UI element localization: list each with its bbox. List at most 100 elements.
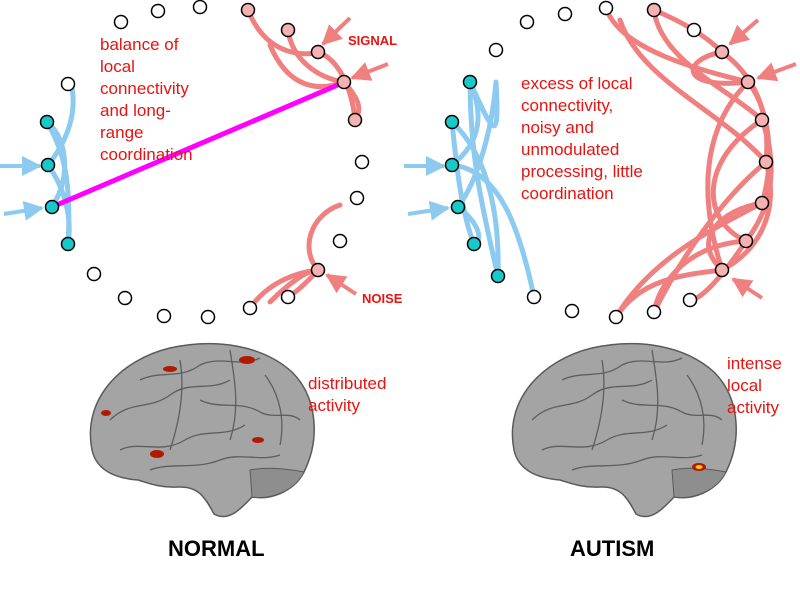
inactive-node: [242, 300, 258, 316]
autism-local-fibers: [603, 5, 774, 320]
activity-label-line: distributed: [308, 374, 387, 393]
local-node: [336, 74, 352, 90]
input-fiber: [44, 119, 68, 211]
activity-label-line: intense: [727, 354, 782, 373]
activity-spot: [252, 437, 264, 443]
input-fiber: [449, 119, 477, 247]
activity-spot-core: [695, 465, 703, 469]
description-line: connectivity,: [521, 96, 614, 115]
local-node: [310, 44, 326, 60]
local-fiber: [603, 5, 751, 85]
brain-cerebellum: [249, 467, 305, 499]
local-node: [714, 44, 730, 60]
input-node: [462, 74, 478, 90]
description-line: local: [100, 57, 135, 76]
local-fiber: [285, 27, 347, 85]
input-arrow: [3, 200, 44, 221]
local-node: [754, 112, 770, 128]
input-node: [444, 157, 460, 173]
description-line: coordination: [521, 184, 614, 203]
noise-arrow: [731, 277, 764, 300]
normal-activity-label: distributed activity: [308, 373, 386, 417]
local-fiber: [710, 117, 765, 244]
input-node: [44, 199, 60, 215]
autism-network: [404, 0, 797, 325]
normal-description: balance of local connectivity and long- …: [100, 34, 193, 166]
normal-input-fibers: [44, 85, 76, 247]
local-node: [280, 22, 296, 38]
local-fiber: [306, 202, 343, 273]
autism-caption: AUTISM: [570, 536, 655, 561]
inactive-node: [608, 309, 624, 325]
normal-network: [0, 0, 389, 325]
activity-label-line: activity: [727, 398, 779, 417]
autism-nodes: [444, 0, 774, 325]
inactive-node: [557, 6, 573, 22]
activity-spot: [101, 410, 111, 416]
description-line: unmodulated: [521, 140, 620, 159]
activity-spot: [239, 356, 255, 364]
normal-brain: [89, 342, 315, 518]
local-fiber: [651, 7, 765, 123]
input-node: [444, 114, 460, 130]
input-fiber: [455, 79, 499, 210]
description-line: and long-: [100, 101, 171, 120]
activity-label-line: local: [727, 376, 762, 395]
inactive-node: [519, 14, 535, 30]
signal-arrow: [728, 18, 760, 46]
local-node: [754, 195, 770, 211]
activity-spot: [163, 366, 177, 372]
description-line: range: [100, 123, 144, 142]
input-fiber: [45, 162, 72, 247]
inactive-node: [150, 3, 166, 19]
inactive-node: [564, 303, 580, 319]
inactive-node: [86, 266, 102, 282]
local-node: [758, 154, 774, 170]
local-fiber: [651, 159, 769, 315]
signal-arrow: [350, 62, 389, 81]
normal-noise-fibers: [247, 202, 343, 311]
description-line: processing, little: [521, 162, 643, 181]
autism-description: excess of local connectivity, noisy and …: [521, 73, 643, 205]
autism-brain: [511, 342, 737, 518]
activity-spots: [101, 356, 264, 458]
local-fiber: [651, 238, 749, 315]
input-arrow: [407, 200, 450, 221]
description-line: balance of: [100, 35, 179, 54]
local-node: [646, 2, 662, 18]
input-node: [450, 199, 466, 215]
activity-label-line: activity: [308, 396, 360, 415]
brain-sulci: [531, 349, 723, 471]
inactive-node: [113, 14, 129, 30]
normal-nodes: [39, 0, 370, 325]
local-node: [347, 112, 363, 128]
brain-cerebellum: [671, 467, 727, 499]
local-node: [240, 2, 256, 18]
inactive-node: [200, 309, 216, 325]
local-fiber: [690, 49, 751, 86]
description-line: noisy and: [521, 118, 594, 137]
local-fiber: [613, 200, 765, 320]
input-fiber: [45, 85, 76, 168]
inactive-node: [598, 0, 614, 16]
input-fiber: [449, 79, 481, 168]
local-node: [738, 233, 754, 249]
inactive-node: [156, 308, 172, 324]
noise-arrow: [325, 273, 358, 296]
local-node: [310, 262, 326, 278]
inactive-node: [354, 154, 370, 170]
autism-activity-label: intense local activity: [727, 353, 782, 419]
inactive-node: [646, 304, 662, 320]
input-node: [466, 236, 482, 252]
description-line: excess of local: [521, 74, 633, 93]
inactive-node: [332, 233, 348, 249]
local-node: [714, 262, 730, 278]
inactive-node: [60, 76, 76, 92]
activity-spot: [150, 450, 164, 458]
noise-label: NOISE: [362, 291, 403, 306]
input-fiber: [449, 162, 537, 300]
inactive-node: [488, 42, 504, 58]
signal-arrow: [321, 16, 352, 46]
normal-caption: NORMAL: [168, 536, 265, 561]
